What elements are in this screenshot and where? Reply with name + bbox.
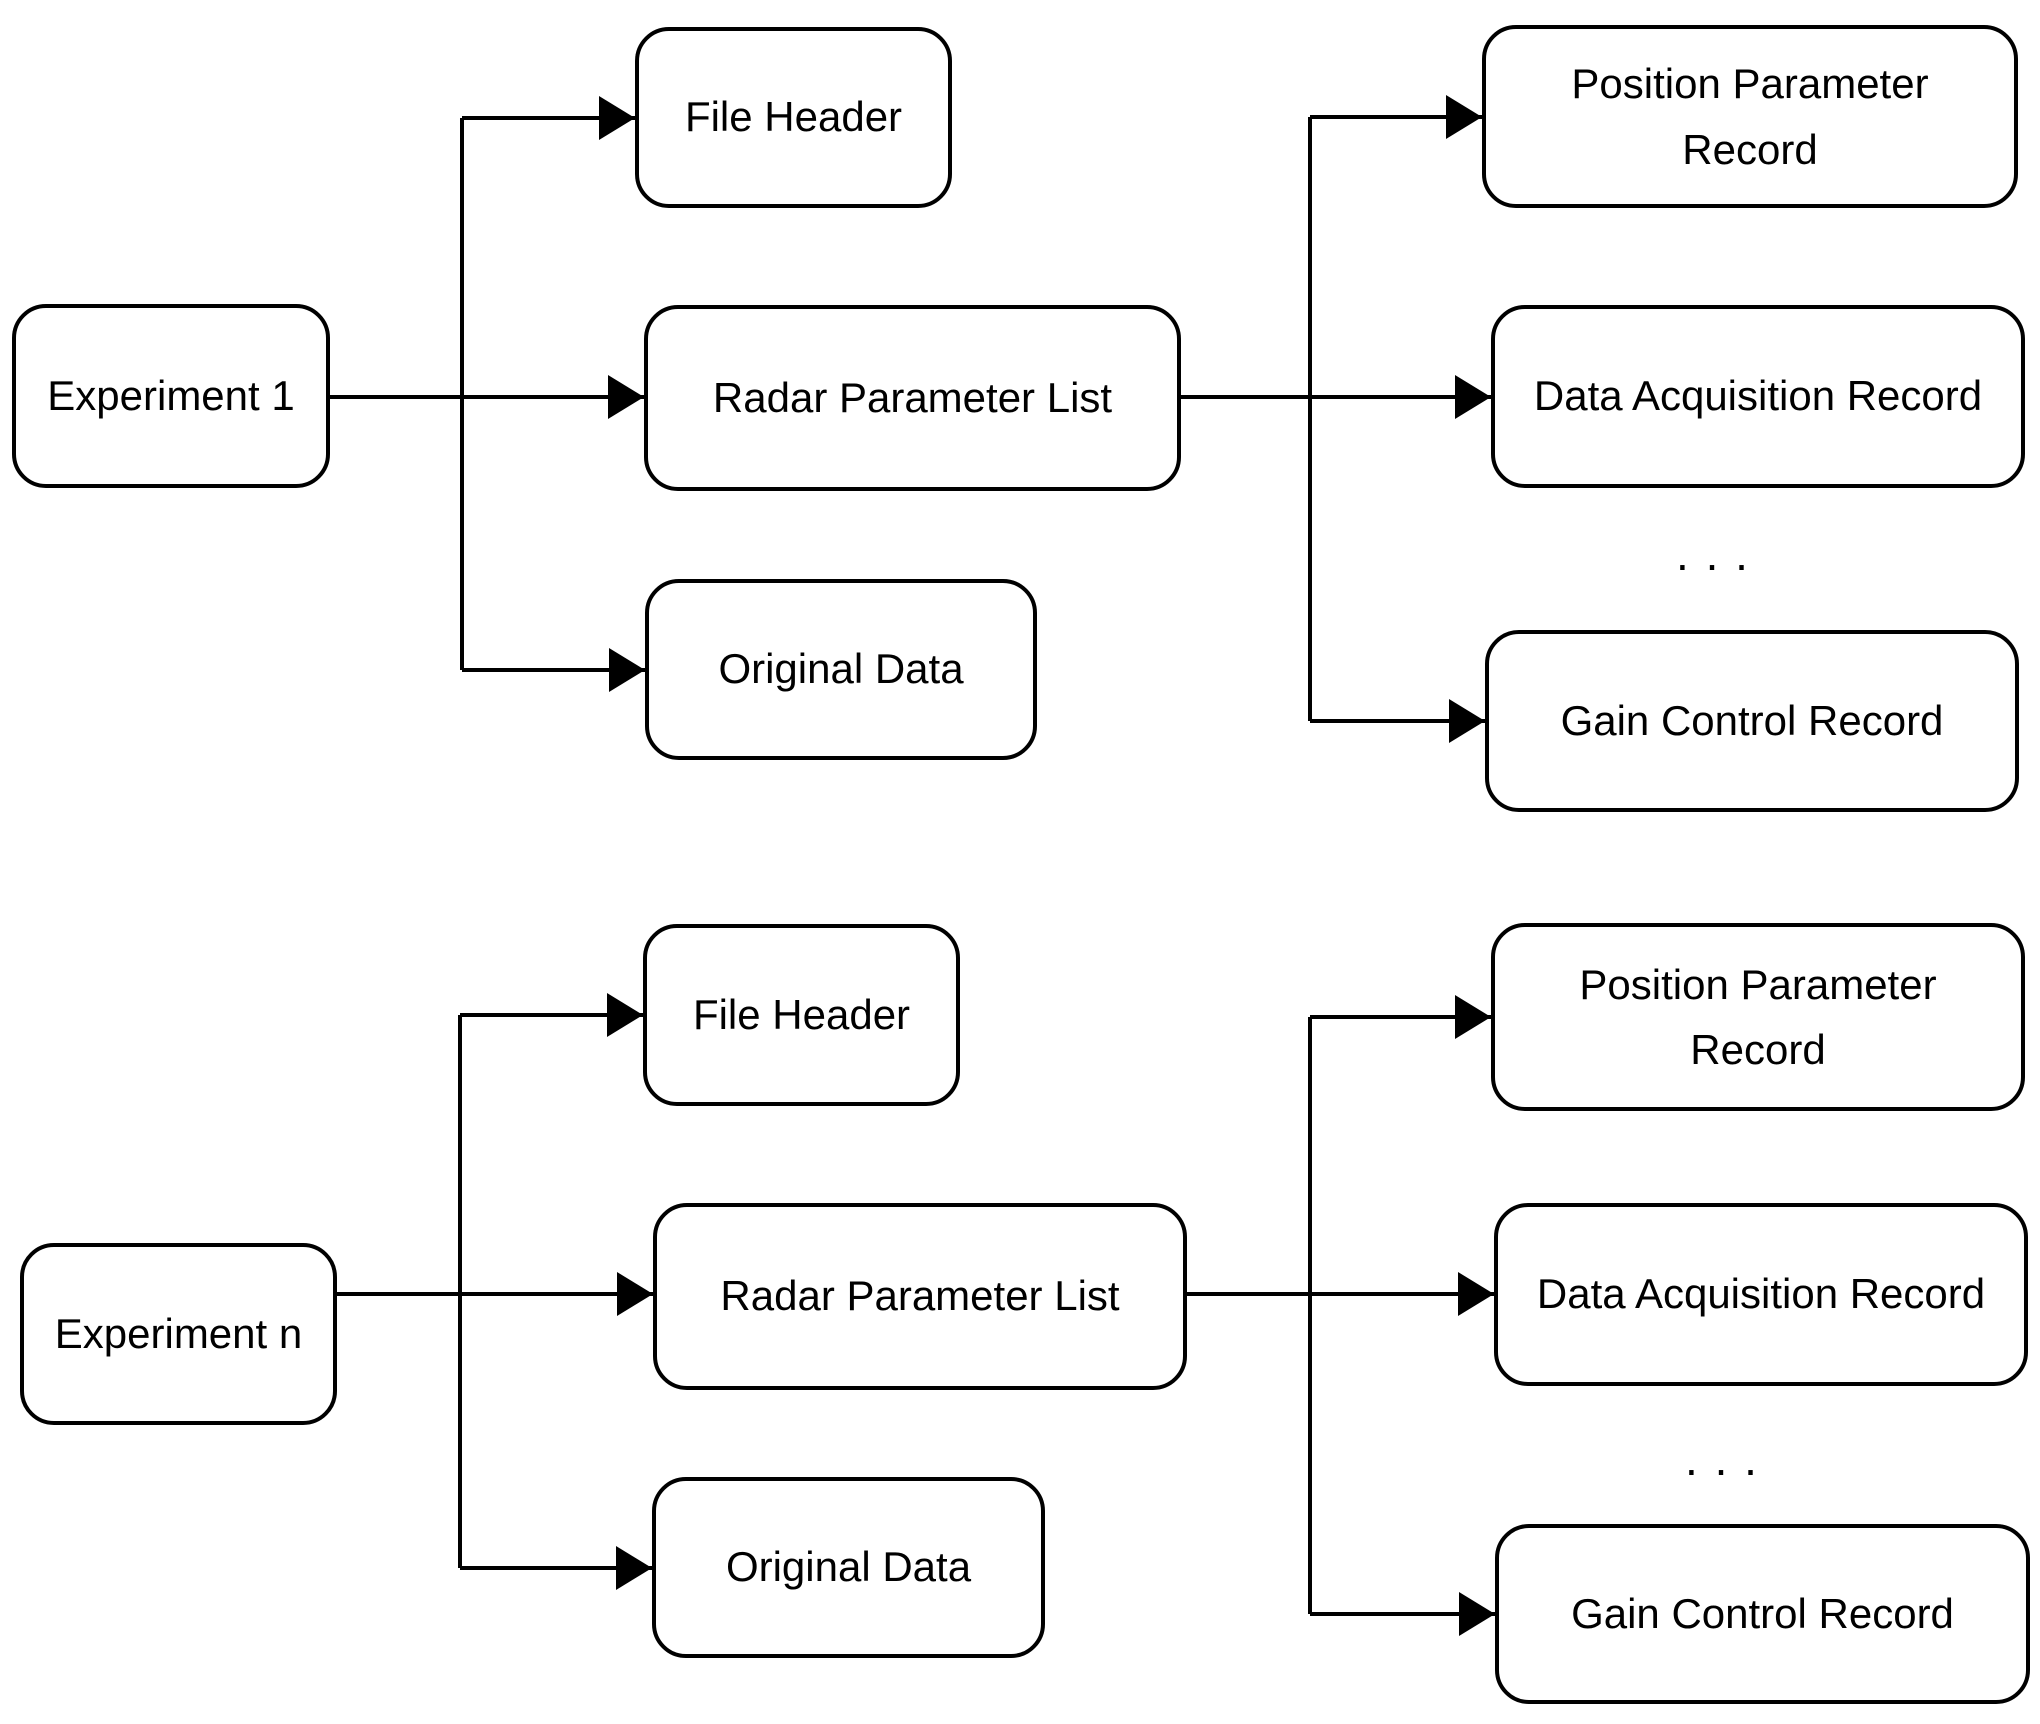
node-experiment-n: Experiment n	[20, 1243, 337, 1425]
position-parameter-record-line2: Record	[1690, 1026, 1826, 1073]
node-radar-parameter-list-n: Radar Parameter List	[653, 1203, 1187, 1390]
node-position-parameter-record-n: Position Parameter Record	[1491, 923, 2025, 1111]
node-original-data-n: Original Data	[652, 1477, 1045, 1658]
ellipsis-1: . . .	[1676, 528, 1750, 580]
position-parameter-record-line2: Record	[1682, 125, 1818, 173]
node-file-header-1: File Header	[635, 27, 952, 208]
node-file-header-n: File Header	[643, 924, 960, 1106]
node-position-parameter-record-1: Position Parameter Record	[1482, 25, 2018, 208]
position-parameter-record-line1: Position Parameter	[1579, 960, 1937, 1008]
node-gain-control-record-1: Gain Control Record	[1485, 630, 2019, 812]
node-data-acquisition-record-n: Data Acquisition Record	[1494, 1203, 2028, 1386]
position-parameter-record-line1: Position Parameter	[1571, 60, 1929, 108]
node-experiment-1: Experiment 1	[12, 304, 330, 488]
node-data-acquisition-record-1: Data Acquisition Record	[1491, 305, 2025, 488]
ellipsis-n: . . .	[1685, 1433, 1759, 1485]
node-original-data-1: Original Data	[645, 579, 1037, 760]
node-radar-parameter-list-1: Radar Parameter List	[644, 305, 1181, 491]
node-gain-control-record-n: Gain Control Record	[1495, 1524, 2030, 1704]
